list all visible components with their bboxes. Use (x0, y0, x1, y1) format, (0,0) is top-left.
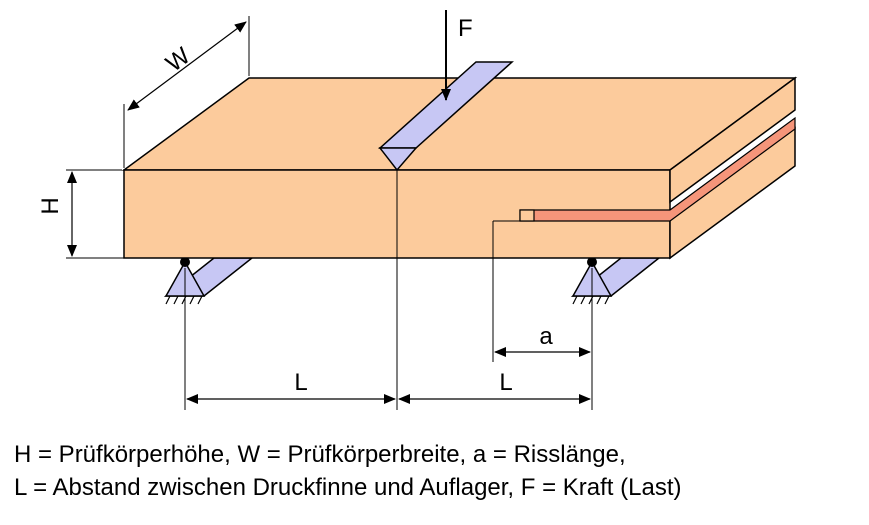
width-label: W (161, 42, 196, 77)
span-right-dimension: L (398, 369, 591, 404)
legend-line-2: L = Abstand zwischen Druckfinne und Aufl… (14, 474, 682, 501)
span-left-label: L (294, 369, 307, 396)
crack-length-label: a (539, 323, 553, 350)
span-right-label: L (499, 369, 512, 396)
extension-lines (184, 170, 593, 410)
legend-line-1: H = Prüfkörperhöhe, W = Prüfkörperbreite… (14, 441, 626, 468)
left-support (163, 257, 255, 305)
crack-length-dimension: a (494, 323, 591, 357)
force-label: F (458, 15, 473, 42)
height-label: H (37, 197, 64, 214)
span-left-dimension: L (186, 369, 396, 404)
height-dimension: H (37, 169, 164, 259)
right-support (570, 257, 662, 305)
force-arrow: F (441, 10, 473, 101)
